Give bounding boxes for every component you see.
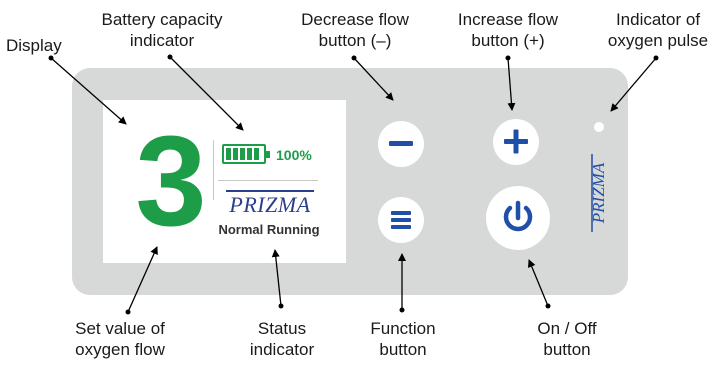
label-setvalue: Set value of oxygen flow xyxy=(62,318,178,360)
label-onoff-line1: On / Off xyxy=(537,319,597,338)
status-indicator: Normal Running xyxy=(218,222,320,237)
decrease-flow-button[interactable] xyxy=(378,121,424,167)
display-logo-text: PRIZMA xyxy=(229,192,311,217)
label-status-line2: indicator xyxy=(249,340,315,359)
display-logo: PRIZMA xyxy=(222,190,318,217)
label-function-line1: Function xyxy=(370,319,436,338)
label-battery: Battery capacity indicator xyxy=(78,9,246,51)
pulse-leader xyxy=(610,55,659,112)
power-icon xyxy=(503,200,533,232)
label-function: Function button xyxy=(358,318,448,360)
side-brand-text: PRIZMA xyxy=(589,162,608,224)
label-display-text: Display xyxy=(6,36,62,55)
plus-icon xyxy=(504,129,528,154)
onoff-leader xyxy=(527,259,551,309)
label-pulse-line1: Indicator of xyxy=(615,10,701,29)
oxygen-pulse-indicator xyxy=(594,122,604,132)
label-onoff-line2: button xyxy=(543,340,591,359)
label-pulse-line2: oxygen pulse xyxy=(607,31,709,50)
label-battery-line1: Battery capacity xyxy=(101,10,223,29)
label-pulse: Indicator of oxygen pulse xyxy=(600,9,716,51)
label-onoff: On / Off button xyxy=(522,318,612,360)
menu-icon xyxy=(391,211,411,229)
label-status-line1: Status xyxy=(257,319,307,338)
label-setvalue-line2: oxygen flow xyxy=(75,340,165,359)
decrease-leader xyxy=(351,55,394,101)
label-display: Display xyxy=(6,35,62,56)
label-status: Status indicator xyxy=(232,318,332,360)
function-button[interactable] xyxy=(378,197,424,243)
label-decrease-line1: Decrease flow xyxy=(301,10,409,29)
battery-percent: 100% xyxy=(276,147,312,163)
battery-icon xyxy=(222,144,270,164)
label-function-line2: button xyxy=(379,340,427,359)
label-decrease-line2: button (–) xyxy=(318,31,392,50)
display-divider-horizontal xyxy=(218,180,318,181)
status-leader xyxy=(271,249,284,309)
label-battery-line2: indicator xyxy=(129,31,195,50)
label-increase-line1: Increase flow xyxy=(457,10,559,29)
increase-flow-button[interactable] xyxy=(493,119,539,165)
label-increase-line2: button (+) xyxy=(471,31,545,50)
side-brand-logo: PRIZMA xyxy=(589,154,608,232)
label-decrease: Decrease flow button (–) xyxy=(280,9,430,51)
increase-leader xyxy=(505,55,516,111)
display-divider-vertical xyxy=(213,140,214,200)
setvalue-leader xyxy=(125,246,158,315)
minus-icon xyxy=(389,141,413,146)
power-button[interactable] xyxy=(486,186,550,250)
flow-set-value: 3 xyxy=(135,110,207,253)
display-leader xyxy=(48,55,127,125)
label-increase: Increase flow button (+) xyxy=(438,9,578,51)
label-setvalue-line1: Set value of xyxy=(75,319,165,338)
battery-leader xyxy=(167,54,244,131)
